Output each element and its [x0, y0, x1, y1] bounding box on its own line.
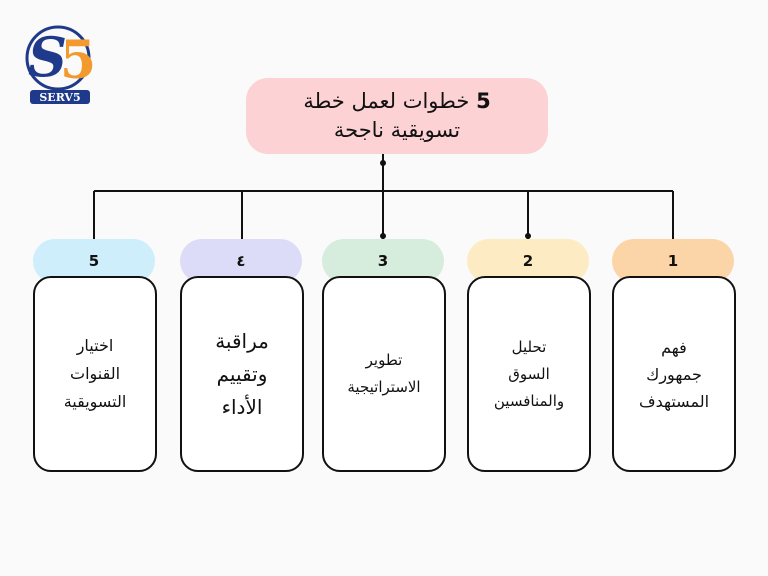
step-1-card: فهم جمهورك المستهدف — [612, 276, 736, 472]
logo-s-letter: S — [28, 25, 67, 89]
logo-five: 5 — [60, 30, 96, 91]
step-4-card: مراقبة وتقييم الأداء — [180, 276, 304, 472]
title-line-1: 5 خطوات لعمل خطة — [303, 87, 490, 116]
step-1-number: 1 — [667, 252, 679, 270]
step-5-number: 5 — [88, 252, 100, 270]
step-3-number: 3 — [377, 252, 389, 270]
step-3-text: تطوير الاستراتيجية — [347, 351, 421, 396]
step-3-card: تطوير الاستراتيجية — [322, 276, 446, 472]
diagram-title: 5 خطوات لعمل خطة تسويقية ناجحة — [246, 78, 548, 154]
step-4-number: ٤ — [236, 252, 246, 270]
step-2-text: تحليل السوق والمنافسين — [493, 337, 565, 410]
step-3-badge: 3 — [322, 239, 444, 283]
step-4-text: مراقبة وتقييم الأداء — [215, 328, 269, 419]
logo-text: SERV5 — [39, 91, 80, 104]
step-2-number: 2 — [522, 252, 534, 270]
step-2-badge: 2 — [467, 239, 589, 283]
title-text-1: خطوات لعمل خطة — [303, 89, 470, 113]
title-line-2: تسويقية ناجحة — [333, 118, 461, 142]
step-5-text: اختيار القنوات التسويقية — [63, 336, 127, 411]
step-5-badge: 5 — [33, 239, 155, 283]
step-5-card: اختيار القنوات التسويقية — [33, 276, 157, 472]
step-1-badge: 1 — [612, 239, 734, 283]
step-1-text: فهم جمهورك المستهدف — [638, 337, 710, 411]
serv5-logo: S 5 SERV5 — [25, 25, 96, 104]
step-2-card: تحليل السوق والمنافسين — [467, 276, 591, 472]
step-4-badge: ٤ — [180, 239, 302, 283]
title-number: 5 — [476, 89, 491, 113]
